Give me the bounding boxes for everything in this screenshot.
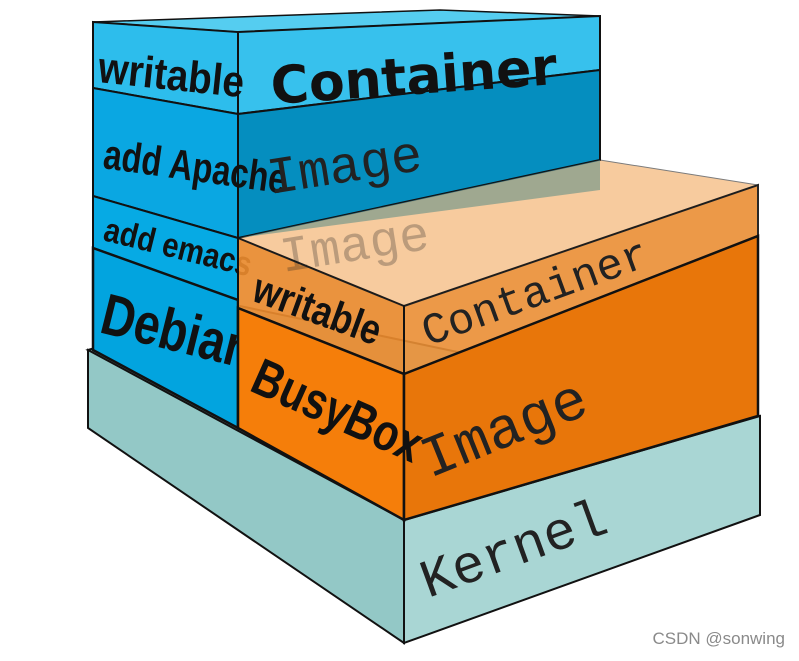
blue-image-stack: writable Container add Apache Image add … (91, 9, 601, 431)
orange-image-front (402, 234, 760, 522)
orange-image-stack: Image writable Container BusyBox Image (236, 159, 760, 523)
csdn-watermark: CSDN @sonwing (652, 629, 785, 648)
